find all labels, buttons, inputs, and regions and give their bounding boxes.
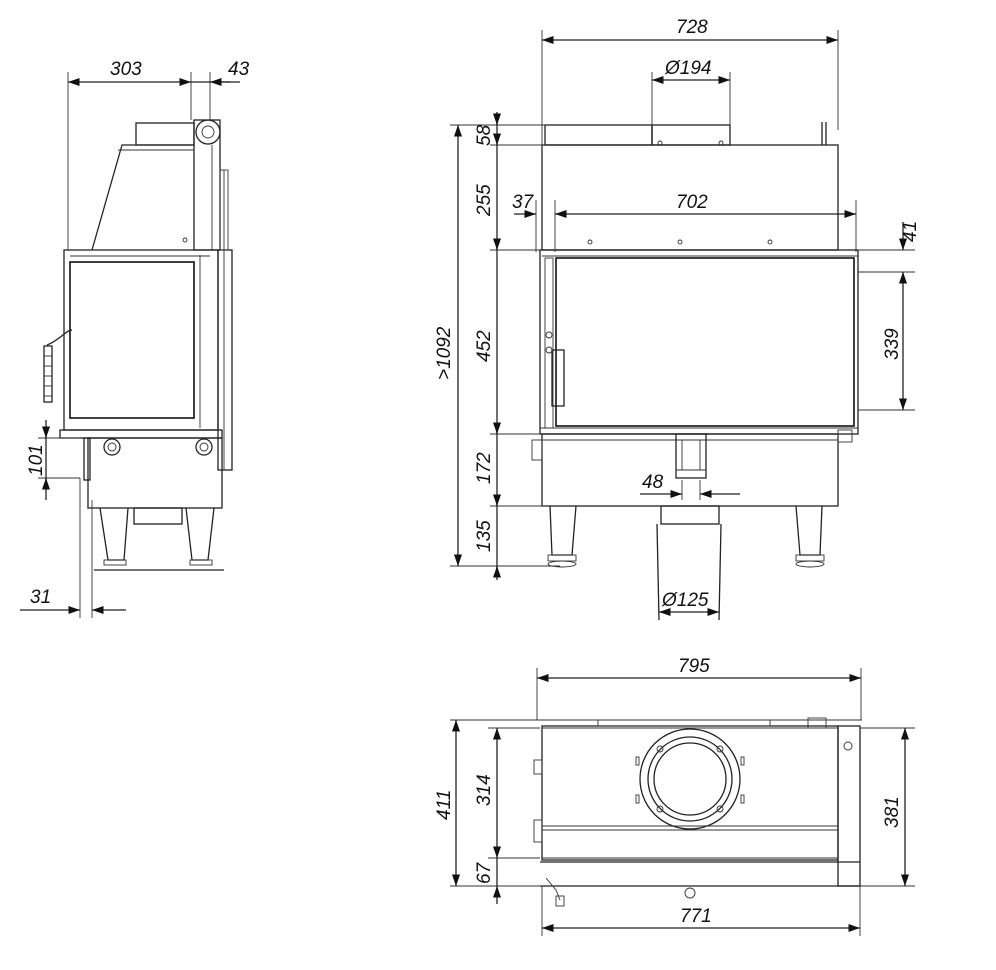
top-view: 795 411 314 67 381 771 [434, 656, 915, 936]
dim-135: 135 [474, 520, 495, 552]
dim-702: 702 [676, 192, 708, 213]
dim-total-height: >1092 [434, 326, 455, 380]
dim-flue-diameter: Ø194 [664, 58, 711, 79]
dim-172: 172 [474, 452, 495, 484]
side-view: 303 43 101 31 [20, 59, 250, 618]
dim-339: 339 [882, 328, 903, 360]
front-view: 728 Ø194 58 255 37 702 41 >1092 452 339 … [434, 17, 921, 621]
dim-411: 411 [434, 790, 455, 820]
dim-381: 381 [882, 796, 903, 828]
dim-41: 41 [900, 221, 921, 242]
dim-452: 452 [474, 330, 495, 362]
dim-303: 303 [110, 59, 142, 80]
dim-255: 255 [474, 184, 495, 217]
dim-101: 101 [26, 444, 47, 476]
dim-37: 37 [512, 192, 535, 213]
dim-31: 31 [30, 587, 51, 608]
dim-728: 728 [676, 17, 708, 38]
dim-795: 795 [678, 656, 710, 677]
dim-48: 48 [642, 472, 664, 493]
dim-67: 67 [474, 861, 495, 884]
dim-771: 771 [680, 906, 712, 927]
dim-58: 58 [474, 124, 495, 146]
dim-air-diameter: Ø125 [661, 590, 709, 611]
dim-314: 314 [474, 774, 495, 806]
dim-43: 43 [228, 59, 250, 80]
